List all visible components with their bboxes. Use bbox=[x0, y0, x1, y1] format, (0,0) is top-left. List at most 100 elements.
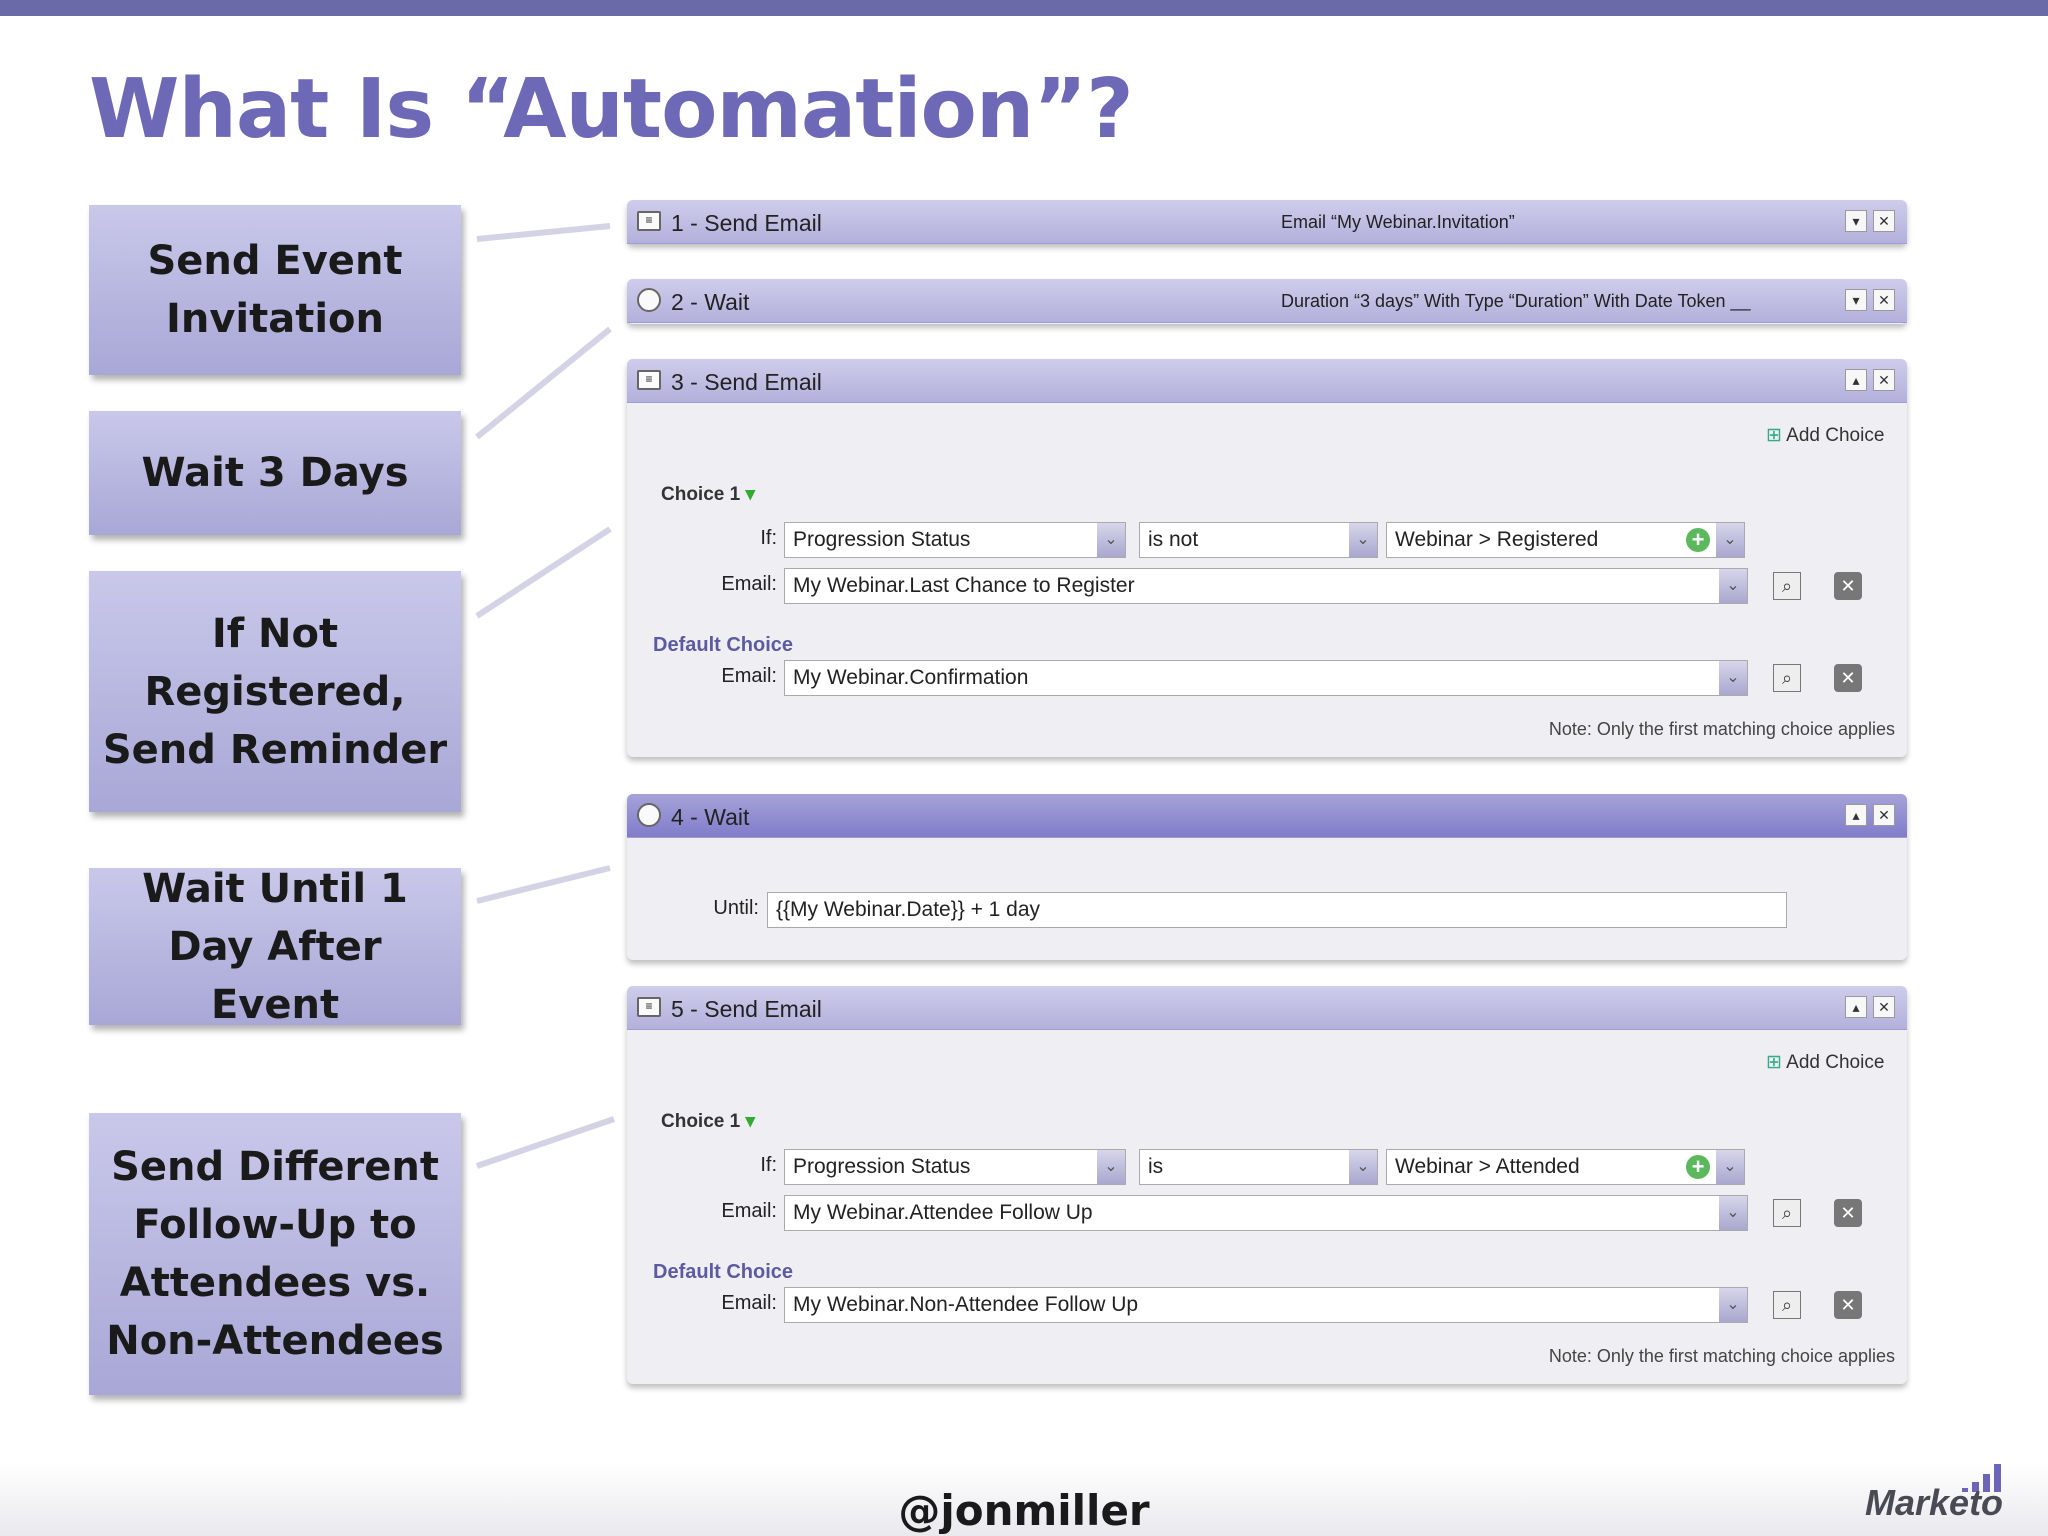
close-button[interactable]: ✕ bbox=[1873, 804, 1895, 826]
label-send-invitation: Send Event Invitation bbox=[89, 205, 461, 375]
step-header: ≡ 1 - Send Email Email “My Webinar.Invit… bbox=[627, 200, 1907, 244]
chevron-down-icon: ⌄ bbox=[1719, 1288, 1747, 1322]
chevron-down-icon: ▾ bbox=[745, 484, 756, 505]
choice-email-select[interactable]: My Webinar.Attendee Follow Up⌄ bbox=[784, 1195, 1748, 1231]
label-send-reminder: If Not Registered, Send Reminder bbox=[89, 571, 461, 812]
add-choice-icon: ⊞ bbox=[1766, 425, 1782, 446]
delete-icon[interactable]: ✕ bbox=[1834, 664, 1862, 692]
step-title: 1 - Send Email bbox=[671, 210, 822, 236]
condition-operator-select[interactable]: is ⌄ bbox=[1139, 1149, 1378, 1185]
preview-icon[interactable]: ⌕ bbox=[1773, 1291, 1801, 1319]
top-accent-bar bbox=[0, 0, 2048, 16]
add-choice-label: Add Choice bbox=[1786, 425, 1885, 446]
condition-field-select[interactable]: Progression Status ⌄ bbox=[784, 1149, 1126, 1185]
step-title: 4 - Wait bbox=[671, 804, 750, 830]
add-condition-icon[interactable]: + bbox=[1686, 528, 1710, 552]
preview-icon[interactable]: ⌕ bbox=[1773, 664, 1801, 692]
connector-line bbox=[475, 526, 612, 619]
connector-line bbox=[476, 865, 611, 904]
collapse-button[interactable]: ▴ bbox=[1845, 369, 1867, 391]
footer bbox=[0, 1463, 2048, 1536]
step-1-panel[interactable]: ≡ 1 - Send Email Email “My Webinar.Invit… bbox=[627, 200, 1907, 244]
note-text: Note: Only the first matching choice app… bbox=[1548, 1346, 1895, 1366]
step-description: Email “My Webinar.Invitation” bbox=[1281, 212, 1515, 232]
default-choice-label: Default Choice bbox=[653, 1261, 794, 1283]
email-label: Email: bbox=[721, 1200, 777, 1222]
add-choice-button[interactable]: ⊞ Add Choice bbox=[1766, 1051, 1884, 1074]
condition-field-select[interactable]: Progression Status ⌄ bbox=[784, 522, 1126, 558]
chevron-down-icon: ⌄ bbox=[1716, 523, 1744, 557]
clock-icon bbox=[637, 288, 661, 312]
close-button[interactable]: ✕ bbox=[1873, 369, 1895, 391]
default-email-select[interactable]: My Webinar.Confirmation⌄ bbox=[784, 660, 1748, 696]
clock-icon bbox=[637, 803, 661, 827]
connector-line bbox=[476, 223, 611, 242]
chevron-down-icon: ⌄ bbox=[1719, 569, 1747, 603]
close-button[interactable]: ✕ bbox=[1873, 996, 1895, 1018]
label-wait-3-days: Wait 3 Days bbox=[89, 411, 461, 535]
chevron-down-icon: ⌄ bbox=[1716, 1150, 1744, 1184]
select-value: is not bbox=[1148, 528, 1199, 551]
marketo-logo: Marketo bbox=[1865, 1482, 2004, 1523]
chevron-down-icon: ⌄ bbox=[1719, 1196, 1747, 1230]
step-3-panel: ≡ 3 - Send Email ▴ ✕ ⊞ Add Choice Choice… bbox=[627, 359, 1907, 757]
step-4-panel: 4 - Wait ▴ ✕ Until: {{My Webinar.Date}} … bbox=[627, 794, 1907, 960]
step-2-panel[interactable]: 2 - Wait Duration “3 days” With Type “Du… bbox=[627, 279, 1907, 324]
step-header: 4 - Wait ▴ ✕ bbox=[627, 794, 1907, 838]
if-label: If: bbox=[760, 527, 777, 549]
default-email-select[interactable]: My Webinar.Non-Attendee Follow Up⌄ bbox=[784, 1287, 1748, 1323]
step-title: 5 - Send Email bbox=[671, 996, 822, 1022]
step-description: Duration “3 days” With Type “Duration” W… bbox=[1281, 291, 1751, 311]
collapse-button[interactable]: ▴ bbox=[1845, 804, 1867, 826]
marketo-logo-bars bbox=[1962, 1464, 2001, 1492]
choice-email-select[interactable]: My Webinar.Last Chance to Register ⌄ bbox=[784, 568, 1748, 604]
label-follow-up: Send Different Follow-Up to Attendees vs… bbox=[89, 1113, 461, 1395]
add-choice-icon: ⊞ bbox=[1766, 1052, 1782, 1073]
add-choice-label: Add Choice bbox=[1786, 1052, 1885, 1073]
condition-value-select[interactable]: Webinar > Attended +⌄ bbox=[1386, 1149, 1745, 1185]
add-choice-button[interactable]: ⊞ Add Choice bbox=[1766, 424, 1884, 447]
label-wait-until: Wait Until 1 Day After Event bbox=[89, 866, 461, 1028]
condition-value-select[interactable]: Webinar > Registered +⌄ bbox=[1386, 522, 1745, 558]
delete-icon[interactable]: ✕ bbox=[1834, 572, 1862, 600]
choice-label[interactable]: Choice 1 ▾ bbox=[661, 483, 755, 506]
delete-icon[interactable]: ✕ bbox=[1834, 1291, 1862, 1319]
slide-title: What Is “Automation”? bbox=[89, 62, 1134, 157]
add-condition-icon[interactable]: + bbox=[1686, 1155, 1710, 1179]
choice-label[interactable]: Choice 1 ▾ bbox=[661, 1110, 755, 1133]
preview-icon[interactable]: ⌕ bbox=[1773, 1199, 1801, 1227]
close-button[interactable]: ✕ bbox=[1873, 210, 1895, 232]
chevron-down-icon: ⌄ bbox=[1097, 523, 1125, 557]
expand-button[interactable]: ▾ bbox=[1845, 289, 1867, 311]
email-icon: ≡ bbox=[637, 997, 661, 1017]
close-button[interactable]: ✕ bbox=[1873, 289, 1895, 311]
chevron-down-icon: ⌄ bbox=[1719, 661, 1747, 695]
select-value: Progression Status bbox=[793, 528, 971, 551]
select-value: Progression Status bbox=[793, 1155, 971, 1178]
default-choice-label: Default Choice bbox=[653, 634, 794, 656]
choice-text: Choice 1 bbox=[661, 484, 741, 505]
select-value: Webinar > Attended bbox=[1395, 1155, 1580, 1178]
email-label: Email: bbox=[721, 573, 777, 595]
step-header: 2 - Wait Duration “3 days” With Type “Du… bbox=[627, 279, 1907, 323]
preview-icon[interactable]: ⌕ bbox=[1773, 572, 1801, 600]
if-label: If: bbox=[760, 1154, 777, 1176]
until-input[interactable]: {{My Webinar.Date}} + 1 day bbox=[767, 892, 1787, 928]
connector-line bbox=[476, 1116, 615, 1169]
select-value: My Webinar.Last Chance to Register bbox=[793, 574, 1135, 597]
email-label: Email: bbox=[721, 665, 777, 687]
email-label: Email: bbox=[721, 1292, 777, 1314]
chevron-down-icon: ⌄ bbox=[1349, 1150, 1377, 1184]
delete-icon[interactable]: ✕ bbox=[1834, 1199, 1862, 1227]
chevron-down-icon: ▾ bbox=[745, 1111, 756, 1132]
select-value: Webinar > Registered bbox=[1395, 528, 1599, 551]
select-value: is bbox=[1148, 1155, 1164, 1178]
chevron-down-icon: ⌄ bbox=[1097, 1150, 1125, 1184]
step-title: 2 - Wait bbox=[671, 289, 750, 315]
step-header: ≡ 5 - Send Email ▴ ✕ bbox=[627, 986, 1907, 1030]
condition-operator-select[interactable]: is not⌄ bbox=[1139, 522, 1378, 558]
choice-text: Choice 1 bbox=[661, 1111, 741, 1132]
email-icon: ≡ bbox=[637, 370, 661, 390]
collapse-button[interactable]: ▴ bbox=[1845, 996, 1867, 1018]
expand-button[interactable]: ▾ bbox=[1845, 210, 1867, 232]
